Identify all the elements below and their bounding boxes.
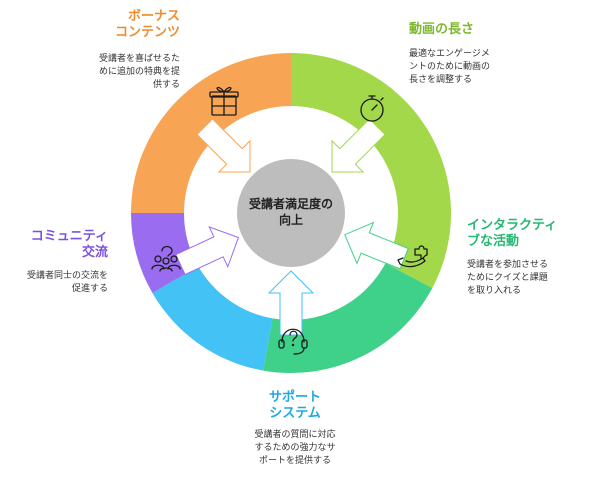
label-bonus-content: ボーナス コンテンツ 受講者を喜ばせるた めに追加の特典を提 供する (55, 9, 180, 92)
label-interactive-activities: インタラクティ ブな活動 受講者を参加させる ためにクイズと課題 を取り入れる (467, 218, 587, 298)
support-description: 受講者の質問に対応 するための強力なサ ポートを提供する (254, 430, 336, 466)
arrow-bonus (196, 118, 251, 173)
community-description: 受講者同士の交流を 促進する (26, 271, 108, 294)
segment-ring (131, 53, 451, 373)
arrow-video (331, 118, 386, 173)
arrow-community (175, 225, 240, 276)
arrow-interactive (344, 221, 409, 270)
headset-question-icon (278, 328, 308, 355)
support-title: サポート システム (268, 390, 321, 421)
puzzle-hand-icon (397, 245, 428, 268)
center-label: 受講者満足度の 向上 (248, 197, 333, 227)
gift-icon (209, 86, 239, 116)
bonus-description: 受講者を喜ばせるた めに追加の特典を提 供する (98, 54, 180, 90)
ring-segment-video (291, 53, 451, 289)
ring-segment-support (152, 266, 273, 371)
interactive-title: インタラクティ ブな活動 (467, 218, 558, 249)
video-description: 最適なエンゲージメ ントのために動画の 長さを調整する (409, 49, 491, 85)
community-icon (151, 245, 181, 272)
arrow-support (267, 270, 315, 336)
segment-icons (151, 86, 428, 355)
interactive-description: 受講者を参加させる ためにクイズと課題 を取り入れる (467, 260, 549, 296)
community-title: コミュニティ 交流 (30, 229, 108, 260)
label-community-interaction: コミュニティ 交流 受講者同士の交流を 促進する (8, 229, 108, 296)
inward-arrows (175, 118, 409, 336)
stopwatch-icon (360, 95, 384, 122)
bonus-title: ボーナス コンテンツ (114, 9, 180, 40)
label-video-length: 動画の長さ 最適なエンゲージメ ントのために動画の 長さを調整する (409, 22, 529, 87)
label-support-system: サポート システム 受講者の質問に対応 するための強力なサ ポートを提供する (230, 390, 360, 468)
ring-segment-interactive (263, 263, 433, 373)
ring-segment-community (131, 213, 199, 293)
video-title: 動画の長さ (409, 22, 475, 37)
center-hub (237, 159, 345, 267)
